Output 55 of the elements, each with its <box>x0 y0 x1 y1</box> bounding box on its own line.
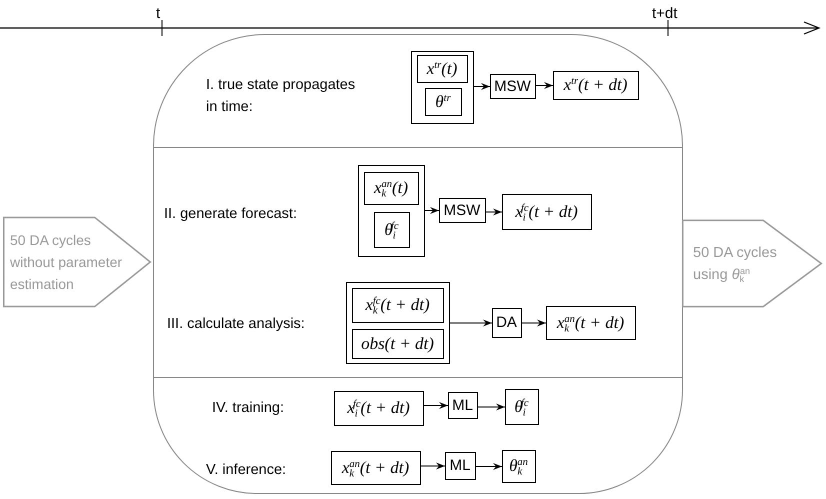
variable-box <box>552 70 638 100</box>
variable-box <box>424 88 462 116</box>
variable-box <box>416 54 468 82</box>
step-label: I. true state propagates in time: <box>206 76 356 117</box>
process-box <box>444 452 476 480</box>
tick-label: t+dt <box>652 4 678 24</box>
arrow <box>474 83 490 90</box>
arrow <box>522 320 546 326</box>
variable-box <box>352 288 444 322</box>
math-expression: x$^{tr}$(t + dt) <box>564 75 628 95</box>
variable-box <box>330 450 420 484</box>
cycle-label: 50 DA cycles without parameter estimation <box>10 231 124 294</box>
step-label: II. generate forecast: <box>164 205 297 224</box>
arrow <box>478 404 506 410</box>
arrow <box>424 402 448 409</box>
variable-box <box>364 172 418 204</box>
arrow <box>450 320 492 326</box>
process-box <box>438 198 486 222</box>
process-label: DA <box>496 314 517 331</box>
variable-box <box>546 306 636 340</box>
process-box <box>448 392 478 418</box>
math-expression: obs(t + dt) <box>361 334 434 354</box>
rounded-panel <box>153 34 683 494</box>
variable-box <box>374 212 410 248</box>
variable-box <box>334 390 424 426</box>
math-expression: θ$^{tr}$ <box>435 92 451 112</box>
math-expression: x$_{k}$$^{fc}$(t + dt) <box>365 295 430 315</box>
variable-box <box>504 388 538 424</box>
math-expression: x$_{k}$$^{an}$(t + dt) <box>342 458 410 478</box>
variable-box <box>502 194 592 230</box>
process-label: MSW <box>494 78 531 94</box>
pentagon-arrow <box>4 218 150 306</box>
step-label: IV. training: <box>212 399 284 418</box>
process-box <box>492 308 522 338</box>
arrow <box>476 463 502 470</box>
math-expression: x$^{tr}$(t) <box>426 58 458 78</box>
math-expression: x$_{k}$$^{an}$(t + dt) <box>556 312 624 332</box>
group-box <box>346 282 450 364</box>
step-label: V. inference: <box>206 461 286 480</box>
process-label: MSW <box>444 202 480 218</box>
arrow <box>486 208 502 216</box>
arrow <box>420 462 446 470</box>
group-box <box>358 164 424 256</box>
process-box <box>490 74 536 98</box>
group-box <box>410 50 474 124</box>
variable-box <box>352 328 444 358</box>
arrow <box>536 82 554 89</box>
arrow <box>424 207 440 214</box>
step-label: III. calculate analysis: <box>167 315 305 334</box>
math-expression: x$_{k}$$^{an}$(t) <box>374 178 408 198</box>
pentagon-arrow <box>683 221 821 306</box>
process-label: ML <box>450 457 470 474</box>
process-label: ML <box>452 396 473 414</box>
tick-label: t <box>156 4 160 24</box>
variable-box <box>502 450 536 482</box>
